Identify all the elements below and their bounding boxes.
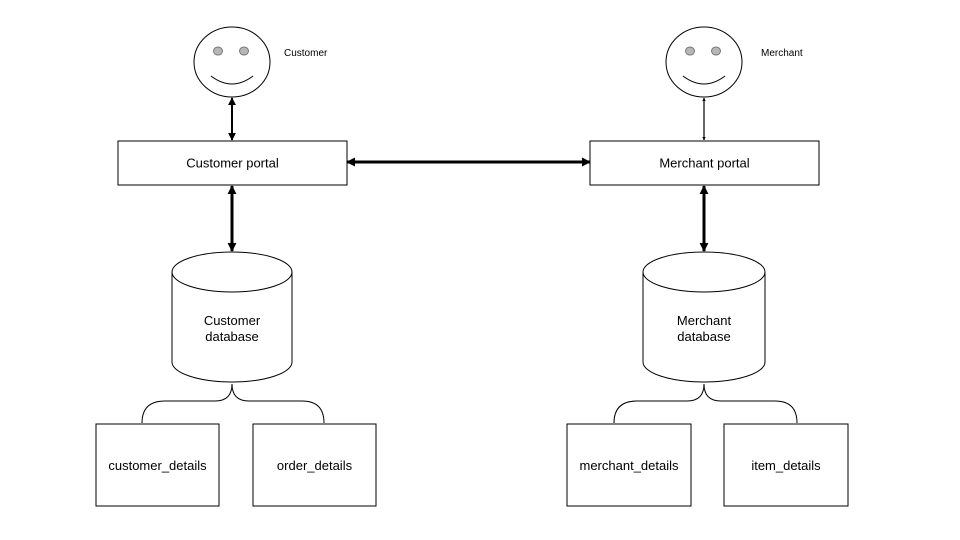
item-details-label: item_details [751, 458, 821, 473]
customer-face-icon [193, 26, 271, 98]
merchant-details-label: merchant_details [580, 458, 679, 473]
merchant-database-brace [613, 383, 798, 424]
customer-actor [193, 26, 271, 98]
merchant-actor-label: Merchant [761, 48, 803, 59]
merchant-portal-box: Merchant portal [589, 140, 820, 186]
customer-database-cylinder: Customer database [171, 251, 293, 383]
merchant-database-cylinder: Merchant database [642, 251, 766, 383]
customer-portal-box: Customer portal [117, 140, 348, 186]
merchant-left-eye [685, 46, 695, 56]
customer-portal-label: Customer portal [186, 156, 279, 171]
merchant-database-label-line2: database [677, 329, 731, 344]
merchant-details-table: merchant_details [566, 423, 692, 507]
customer-details-table: customer_details [95, 423, 220, 507]
merchant-database-label-line1: Merchant [677, 313, 732, 328]
customer-database-label-line1: Customer [204, 313, 261, 328]
customer-actor-label: Customer [284, 48, 328, 59]
customer-database-label-line2: database [205, 329, 259, 344]
customer-database-brace [141, 383, 325, 424]
merchant-portal-label: Merchant portal [659, 156, 749, 171]
order-details-table: order_details [252, 423, 377, 507]
merchant-right-eye [711, 46, 721, 56]
item-details-table: item_details [723, 423, 849, 507]
customer-right-eye [239, 46, 249, 56]
customer-left-eye [213, 46, 223, 56]
customer-smile [210, 75, 254, 85]
merchant-actor [665, 26, 743, 98]
merchant-smile [682, 75, 726, 85]
order-details-label: order_details [277, 458, 353, 473]
merchant-face-icon [665, 26, 743, 98]
customer-details-label: customer_details [108, 458, 207, 473]
